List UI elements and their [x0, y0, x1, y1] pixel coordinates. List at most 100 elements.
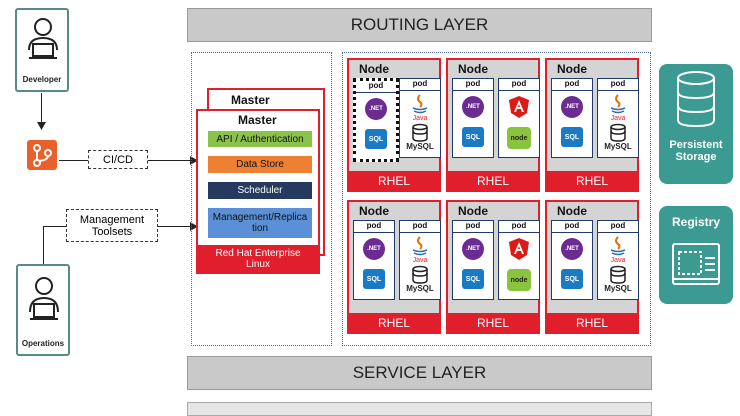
dotnet-icon: .NET [462, 96, 484, 118]
pod-label: pod [499, 79, 539, 91]
java-icon: Java [606, 93, 630, 122]
persistent-storage-label: Persistent Storage [669, 139, 723, 163]
persistent-storage: Persistent Storage [659, 64, 733, 184]
management-replication-bar: Management/Replication [208, 208, 312, 238]
mgmt-arrow-line-v [43, 226, 44, 264]
svg-text:Java: Java [413, 257, 428, 263]
master-rhel-bar: Red Hat Enterprise Linux [198, 245, 318, 272]
svg-text:Java: Java [413, 115, 428, 121]
operations-persona: Operations [16, 264, 70, 356]
dotnet-icon: .NET [561, 238, 583, 260]
node-rhel-bar: RHEL [448, 171, 538, 190]
sql-server-icon: SQL [363, 269, 385, 289]
java-icon: Java [408, 235, 432, 264]
svg-text:MySQL: MySQL [604, 142, 632, 151]
node-rhel-bar: RHEL [349, 171, 439, 190]
mysql-icon: MySQL [404, 123, 436, 151]
angular-icon [508, 237, 530, 261]
pod: pod .NET SQL [452, 78, 494, 158]
nodejs-icon: node [507, 127, 531, 149]
pod-label: pod [453, 221, 493, 233]
node-title: Node [557, 204, 587, 218]
svg-text:MySQL: MySQL [406, 284, 434, 293]
mysql-icon: MySQL [602, 123, 634, 151]
pod: pod .NET SQL [353, 78, 399, 162]
node-rhel-bar: RHEL [448, 313, 538, 332]
node-title: Node [458, 204, 488, 218]
java-icon: Java [408, 93, 432, 122]
routing-layer: ROUTING LAYER [187, 8, 652, 42]
master-card: Master API / Authentication Data Store S… [196, 109, 320, 274]
sql-server-icon: SQL [462, 127, 484, 147]
dotnet-icon: .NET [561, 96, 583, 118]
dev-arrow-head [37, 122, 46, 130]
master-back-title: Master [231, 93, 270, 107]
svg-text:Java: Java [611, 257, 626, 263]
data-store-bar: Data Store [208, 156, 312, 173]
pod-label: pod [356, 81, 396, 93]
pod-label: pod [552, 79, 592, 91]
developer-persona: Developer [15, 8, 69, 92]
api-auth-bar: API / Authentication [208, 131, 312, 147]
node-title: Node [359, 62, 389, 76]
routing-layer-label: ROUTING LAYER [350, 15, 489, 34]
sql-server-icon: SQL [462, 269, 484, 289]
pod: pod node [498, 78, 540, 158]
dotnet-icon: .NET [365, 98, 387, 120]
svg-text:MySQL: MySQL [604, 284, 632, 293]
svg-text:MySQL: MySQL [406, 142, 434, 151]
node-rhel-bar: RHEL [547, 313, 637, 332]
dotnet-icon: .NET [363, 238, 385, 260]
node-rhel-bar: RHEL [349, 313, 439, 332]
mgmt-arrow-head [190, 222, 198, 231]
service-layer-label: SERVICE LAYER [352, 363, 487, 382]
developer-icon [28, 18, 58, 59]
pod-label: pod [453, 79, 493, 91]
mysql-icon: MySQL [602, 265, 634, 293]
sql-server-icon: SQL [561, 269, 583, 289]
pod: pod node [498, 220, 540, 300]
scheduler-bar: Scheduler [208, 182, 312, 199]
node-title: Node [359, 204, 389, 218]
operations-icon [29, 277, 59, 320]
pod: pod .NET SQL [353, 220, 395, 300]
service-layer: SERVICE LAYER [187, 356, 652, 390]
developer-label: Developer [22, 75, 62, 84]
git-icon [27, 140, 57, 170]
database-icon [677, 71, 715, 128]
nodes-container [342, 52, 651, 346]
dev-arrow-line [41, 93, 42, 125]
cicd-arrow-head [190, 156, 198, 165]
pod-label: pod [354, 221, 394, 233]
java-icon: Java [606, 235, 630, 264]
node-title: Node [458, 62, 488, 76]
pod-label: pod [400, 79, 440, 91]
pod-label: pod [598, 79, 638, 91]
operations-label: Operations [21, 339, 65, 348]
pod-label: pod [598, 221, 638, 233]
node-rhel-bar: RHEL [547, 171, 637, 190]
pod: pod .NET SQL [452, 220, 494, 300]
sql-server-icon: SQL [365, 129, 387, 149]
mgmt-toolsets-label: Management Toolsets [66, 209, 158, 242]
node-title: Node [557, 62, 587, 76]
registry-icon [672, 243, 720, 285]
pod-label: pod [499, 221, 539, 233]
registry-label: Registry [671, 215, 721, 229]
cicd-label: CI/CD [88, 150, 148, 169]
registry: Registry [659, 206, 733, 304]
svg-text:Java: Java [611, 115, 626, 121]
mysql-icon: MySQL [404, 265, 436, 293]
nodejs-icon: node [507, 269, 531, 291]
dotnet-icon: .NET [462, 238, 484, 260]
